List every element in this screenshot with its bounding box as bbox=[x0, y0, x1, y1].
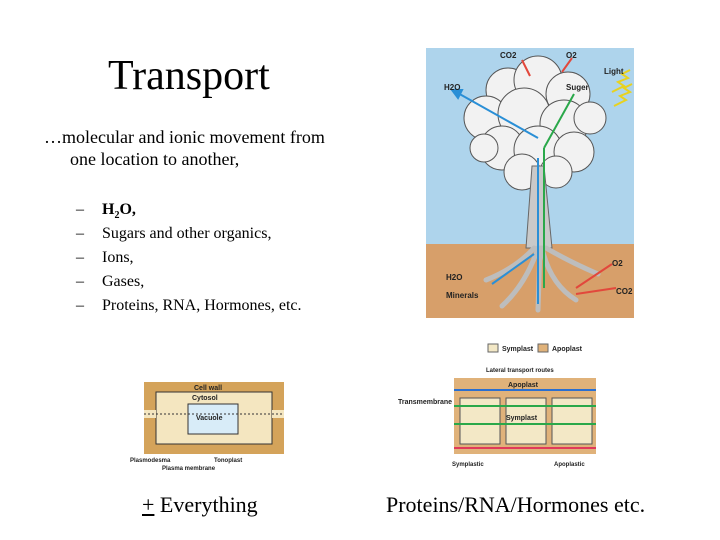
light-icon bbox=[611, 69, 633, 107]
bullet-subscript: 2 bbox=[114, 210, 120, 222]
intro-line-1: …molecular and ionic movement from bbox=[44, 127, 325, 147]
sugar-flow-arrows bbox=[543, 93, 575, 288]
label-tonoplast: Tonoplast bbox=[214, 458, 242, 464]
bullet-h: H bbox=[102, 201, 115, 218]
label-co2-top: CO2 bbox=[500, 51, 517, 60]
bullet-list: – H2O, – Sugars and other organics, – Io… bbox=[76, 198, 302, 318]
caption-everything: + Everything bbox=[142, 492, 258, 518]
label-o2-root: O2 bbox=[612, 259, 623, 268]
label-symplast: Symplast bbox=[506, 415, 538, 422]
plant-cell-figure: Cell wall Cytosol Vacuole Plasmodesma To… bbox=[130, 382, 284, 472]
intro-line-2: one location to another, bbox=[70, 149, 240, 169]
label-apoplast: Apoplast bbox=[508, 382, 539, 389]
bullet-dash: – bbox=[76, 297, 84, 314]
bullet-item: – Ions, bbox=[76, 246, 302, 270]
routes-cell bbox=[551, 397, 593, 445]
label-h2o-left: H2O bbox=[444, 83, 460, 92]
label-h2o-root: H2O bbox=[446, 273, 462, 282]
bullet-item: – Sugars and other organics, bbox=[76, 222, 302, 246]
gas-arrows bbox=[521, 57, 617, 295]
routes-cell bbox=[459, 397, 501, 445]
caption-everything-text: Everything bbox=[159, 492, 258, 517]
intro-text: …molecular and ionic movement from one l… bbox=[44, 126, 374, 170]
legend-symplast-label: Symplast bbox=[502, 346, 534, 353]
label-sugar: Suger bbox=[566, 83, 589, 92]
bullet-text: Sugars and other organics, bbox=[102, 225, 272, 242]
bullet-text: Gases, bbox=[102, 273, 145, 290]
bullet-item: – Gases, bbox=[76, 270, 302, 294]
bullet-dash: – bbox=[76, 249, 84, 266]
label-minerals: Minerals bbox=[446, 291, 479, 300]
label-co2-root: CO2 bbox=[616, 287, 633, 296]
transport-routes-figure: Symplast Apoplast Lateral transport rout… bbox=[398, 343, 596, 468]
tree-transport-figure: CO2 O2 Light H2O Suger H2O Minerals O2 C… bbox=[426, 48, 634, 318]
slide-title: Transport bbox=[108, 53, 270, 99]
water-flow-arrows bbox=[450, 89, 539, 304]
label-symplastic: Symplastic bbox=[452, 462, 484, 468]
label-plasma-membrane: Plasma membrane bbox=[162, 466, 216, 472]
bullet-dash: – bbox=[76, 225, 84, 242]
label-apoplastic: Apoplastic bbox=[554, 462, 585, 468]
label-cytosol: Cytosol bbox=[192, 395, 218, 402]
plus-minus-symbol: + bbox=[142, 492, 155, 517]
caption-proteins: Proteins/RNA/Hormones etc. bbox=[386, 492, 646, 517]
vacuole-region bbox=[187, 403, 239, 435]
bullet-text: Proteins, RNA, Hormones, etc. bbox=[102, 297, 302, 314]
legend-apoplast-swatch bbox=[537, 343, 549, 353]
bullet-text: Ions, bbox=[102, 249, 134, 266]
bullet-o: O, bbox=[119, 201, 136, 218]
bullet-dash: – bbox=[76, 273, 84, 290]
label-cell-wall: Cell wall bbox=[194, 385, 222, 392]
legend-symplast-swatch bbox=[487, 343, 499, 353]
label-light: Light bbox=[604, 67, 624, 76]
label-transmembrane: Transmembrane bbox=[398, 399, 452, 406]
label-plasmodesma: Plasmodesma bbox=[130, 458, 171, 464]
bullet-item: – H2O, bbox=[76, 198, 302, 222]
bullet-dash: – bbox=[76, 201, 84, 218]
legend-apoplast-label: Apoplast bbox=[552, 346, 583, 353]
tree-canopy bbox=[463, 55, 607, 191]
bullet-item: – Proteins, RNA, Hormones, etc. bbox=[76, 294, 302, 318]
label-lateral-routes: Lateral transport routes bbox=[486, 368, 554, 374]
label-o2-top: O2 bbox=[566, 51, 577, 60]
label-vacuole: Vacuole bbox=[196, 415, 223, 422]
